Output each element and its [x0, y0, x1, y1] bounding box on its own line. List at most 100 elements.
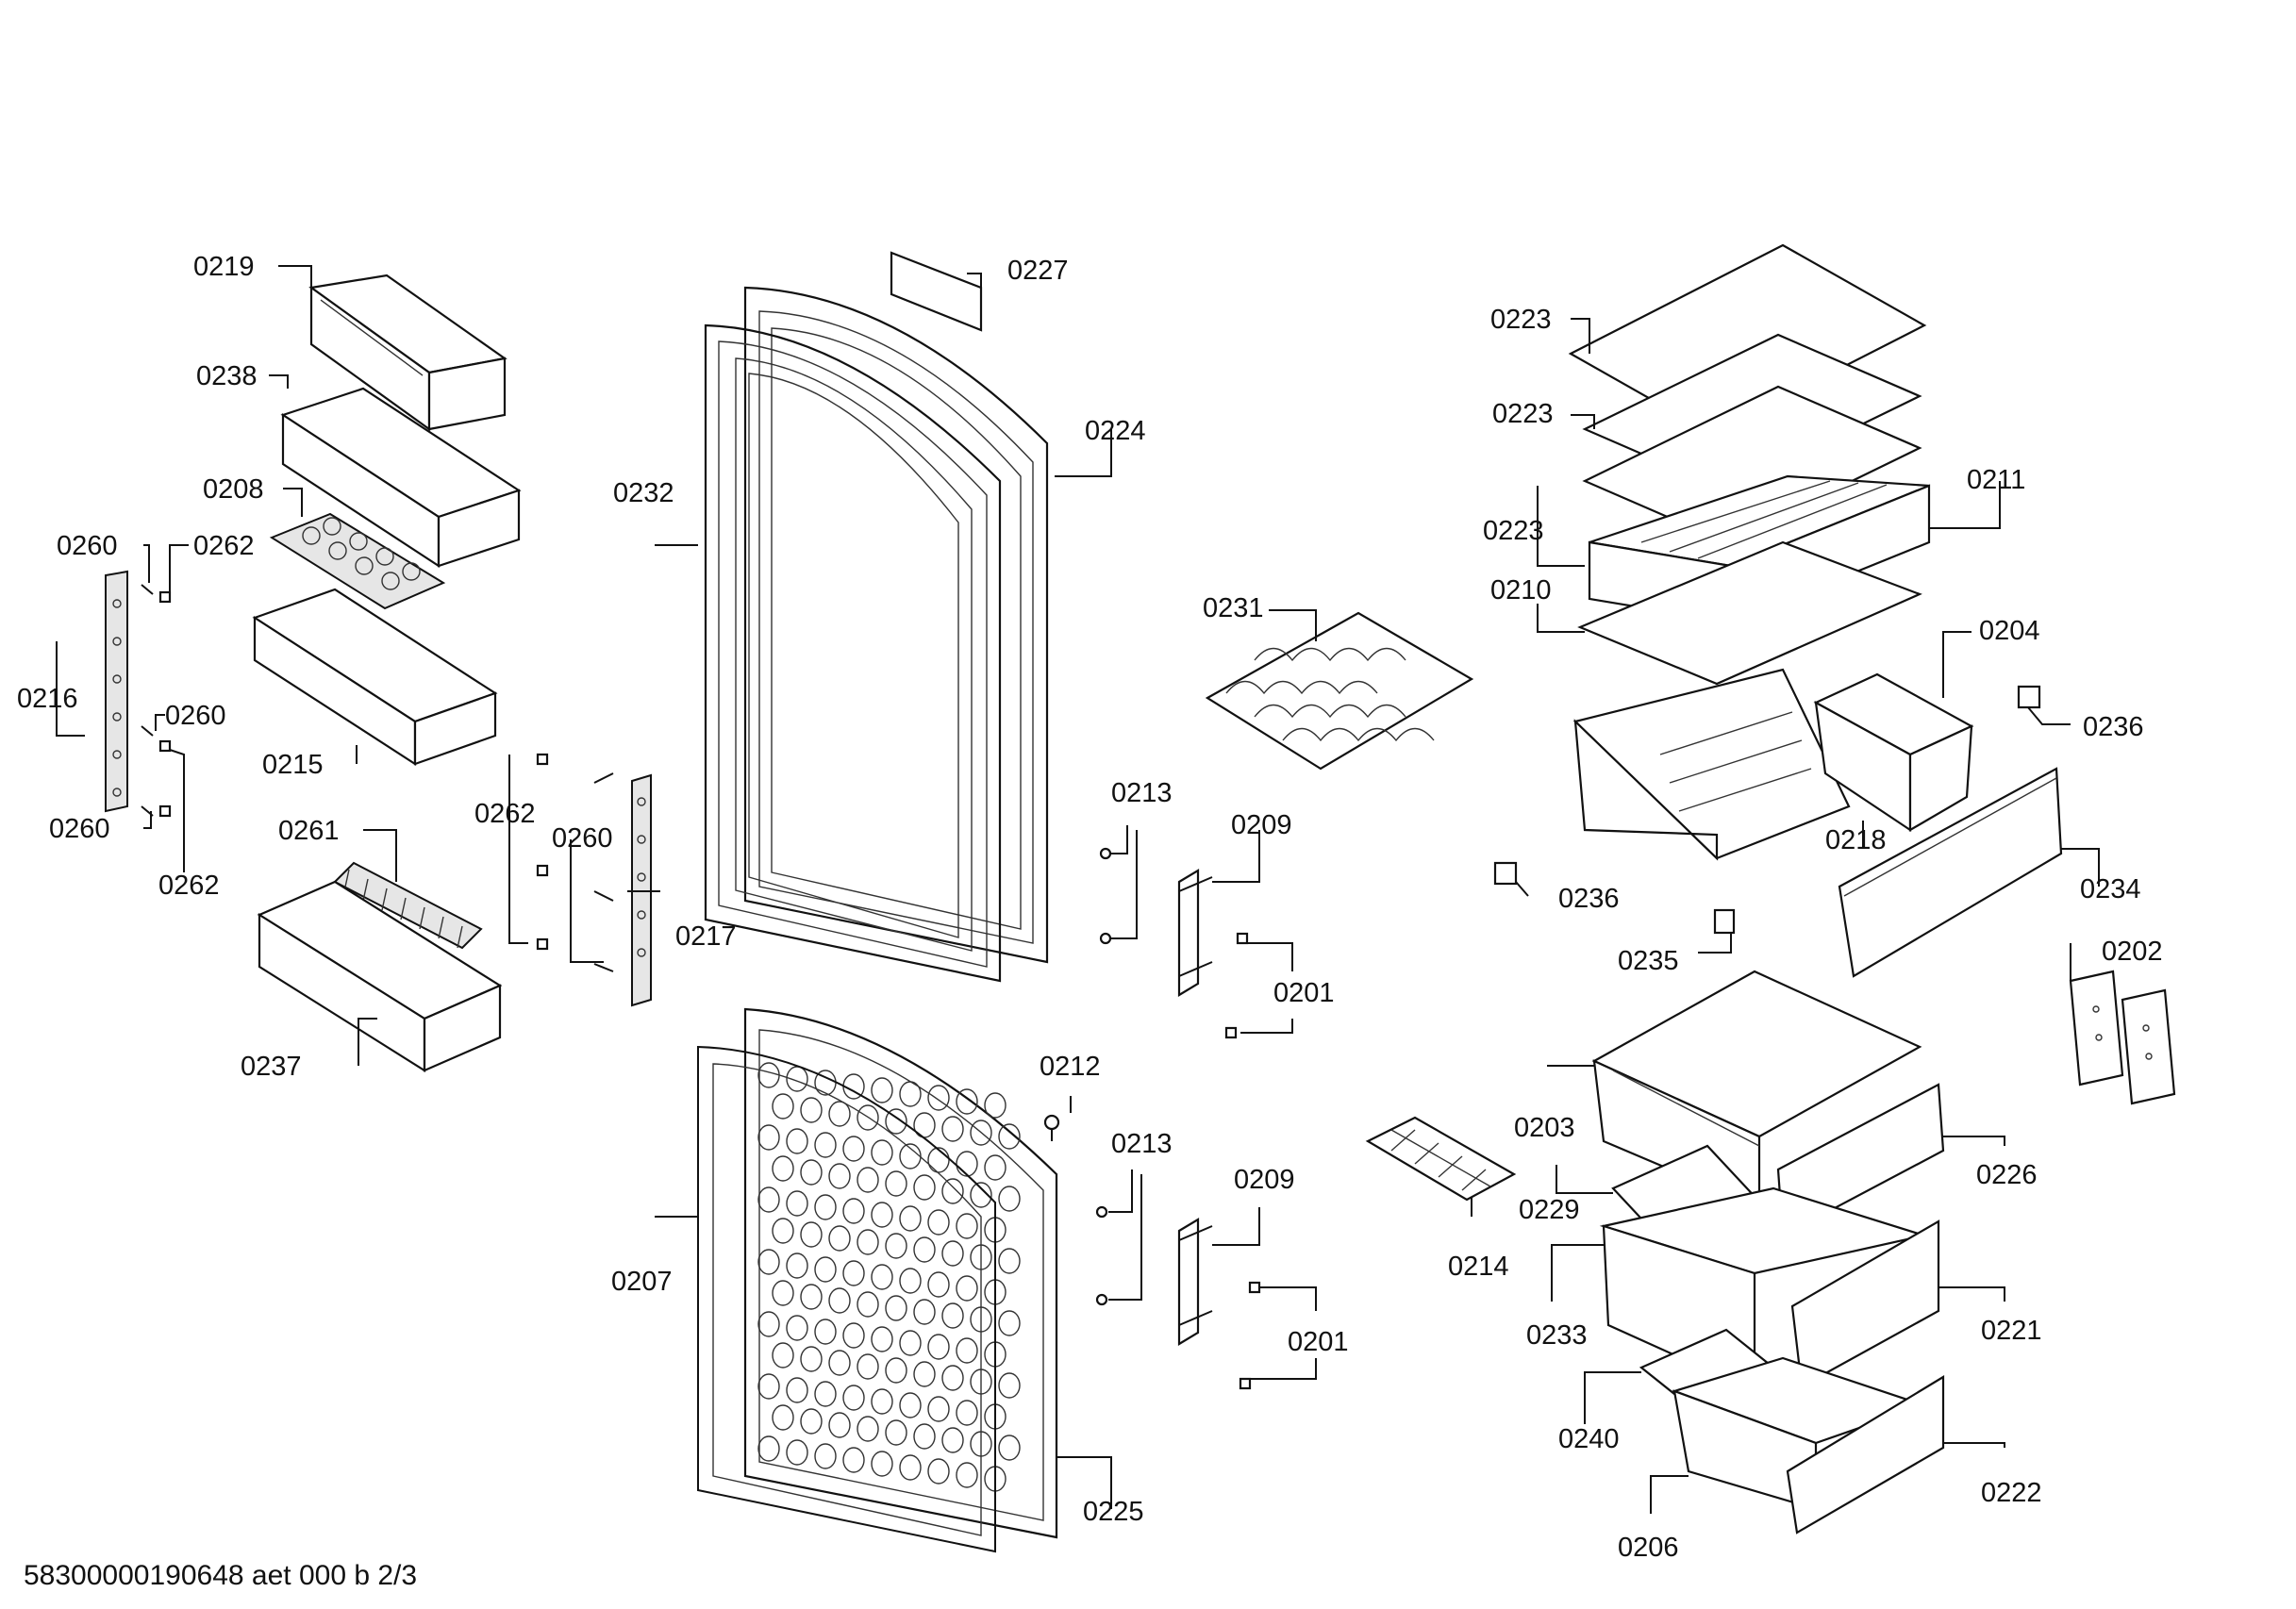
part-0209-handle-lower	[1177, 1218, 1213, 1346]
door-dimple	[927, 1396, 950, 1422]
door-dimple	[941, 1427, 964, 1453]
label-0236-b: 0236	[1558, 884, 1620, 914]
label-0260-d: 0260	[552, 823, 613, 854]
door-dimple	[800, 1346, 823, 1372]
door-dimple	[998, 1435, 1021, 1461]
screw-group-right	[536, 753, 614, 972]
door-dimple	[899, 1205, 922, 1232]
part-0201-caps-upper	[1224, 932, 1249, 1039]
door-dimple	[885, 1295, 907, 1321]
door-dimple	[814, 1443, 837, 1469]
door-dimple	[998, 1248, 1021, 1274]
part-0235-clip	[1713, 908, 1736, 935]
label-0208: 0208	[203, 474, 264, 505]
label-0215: 0215	[262, 750, 324, 780]
part-0212-screw	[1043, 1114, 1060, 1141]
part-0213-hinge-screws-lower	[1095, 1205, 1108, 1306]
part-0214-ice-tray	[1365, 1116, 1517, 1202]
label-0261: 0261	[278, 816, 340, 846]
door-dimple	[786, 1128, 808, 1154]
label-0217: 0217	[675, 921, 737, 952]
label-0219: 0219	[193, 252, 255, 282]
part-0216-rail	[105, 570, 128, 813]
lower-door-dimples	[757, 1062, 1021, 1492]
part-0234-front-panel	[1838, 767, 2063, 978]
door-dimple	[871, 1388, 893, 1415]
door-dimple	[871, 1077, 893, 1103]
label-0223-a: 0223	[1490, 305, 1552, 335]
part-0202-cold-packs	[2069, 970, 2176, 1105]
door-dimple	[857, 1167, 879, 1193]
door-dimple	[857, 1104, 879, 1131]
door-dimple	[772, 1280, 794, 1306]
label-0260-a: 0260	[57, 531, 118, 561]
door-dimple	[899, 1454, 922, 1481]
part-0222-drawer-front	[1786, 1375, 1945, 1534]
door-dimple	[800, 1284, 823, 1310]
door-dimple	[757, 1435, 780, 1462]
door-dimple	[871, 1264, 893, 1290]
label-0224: 0224	[1085, 416, 1146, 446]
label-0232: 0232	[613, 478, 674, 508]
door-dimple	[772, 1404, 794, 1431]
label-0233: 0233	[1526, 1320, 1588, 1351]
door-dimple	[772, 1093, 794, 1120]
part-0208-egg-tray	[269, 512, 446, 610]
part-0218-crisper-base	[1572, 668, 1851, 861]
door-dimple	[956, 1337, 978, 1364]
door-dimple	[927, 1209, 950, 1236]
part-0238-shelf	[280, 387, 522, 569]
door-dimple	[757, 1124, 780, 1151]
door-dimple	[885, 1108, 907, 1135]
door-dimple	[814, 1381, 837, 1407]
label-0212: 0212	[1040, 1052, 1101, 1082]
door-dimple	[842, 1385, 865, 1411]
part-0215-shelf	[252, 588, 498, 767]
door-dimple	[800, 1097, 823, 1123]
part-0227-plate	[890, 251, 983, 332]
door-dimple	[842, 1322, 865, 1349]
part-0204-box	[1813, 672, 1974, 833]
door-dimple	[899, 1268, 922, 1294]
label-0229: 0229	[1519, 1195, 1580, 1225]
door-dimple	[857, 1416, 879, 1442]
door-dimple	[956, 1275, 978, 1302]
door-dimple	[956, 1213, 978, 1239]
door-dimple	[842, 1260, 865, 1286]
door-dimple	[899, 1392, 922, 1418]
door-dimple	[814, 1194, 837, 1220]
door-dimple	[913, 1361, 936, 1387]
part-0232-upper-gasket	[704, 323, 1002, 983]
door-dimple	[871, 1202, 893, 1228]
part-0231-wine-rack	[1205, 611, 1474, 771]
door-dimple	[871, 1139, 893, 1166]
door-dimple	[927, 1271, 950, 1298]
leader-lines	[56, 265, 2100, 1514]
door-dimple	[800, 1408, 823, 1435]
door-dimple	[941, 1178, 964, 1204]
label-0216: 0216	[17, 684, 78, 714]
part-0207-lower-gasket	[697, 1045, 996, 1553]
label-0209-a: 0209	[1231, 810, 1292, 840]
door-dimple	[899, 1330, 922, 1356]
part-0237-shelf	[257, 880, 503, 1072]
door-dimple	[899, 1081, 922, 1107]
label-0240: 0240	[1558, 1424, 1620, 1454]
door-dimple	[913, 1423, 936, 1450]
door-dimple	[857, 1353, 879, 1380]
part-0224-upper-door	[743, 286, 1049, 964]
door-dimple	[786, 1190, 808, 1217]
part-labels: 0219 0238 0208 0260 0262 0216 0260 0260 …	[17, 252, 2163, 1563]
door-dimple	[885, 1357, 907, 1384]
label-0223-b: 0223	[1492, 399, 1554, 429]
door-dimple	[828, 1287, 851, 1314]
label-0234: 0234	[2080, 874, 2141, 904]
door-dimple	[800, 1159, 823, 1186]
door-dimple	[941, 1116, 964, 1142]
door-dimple	[970, 1182, 992, 1208]
label-0227: 0227	[1007, 256, 1069, 286]
label-0207: 0207	[611, 1267, 673, 1297]
door-dimple	[814, 1132, 837, 1158]
door-dimple	[984, 1154, 1007, 1181]
